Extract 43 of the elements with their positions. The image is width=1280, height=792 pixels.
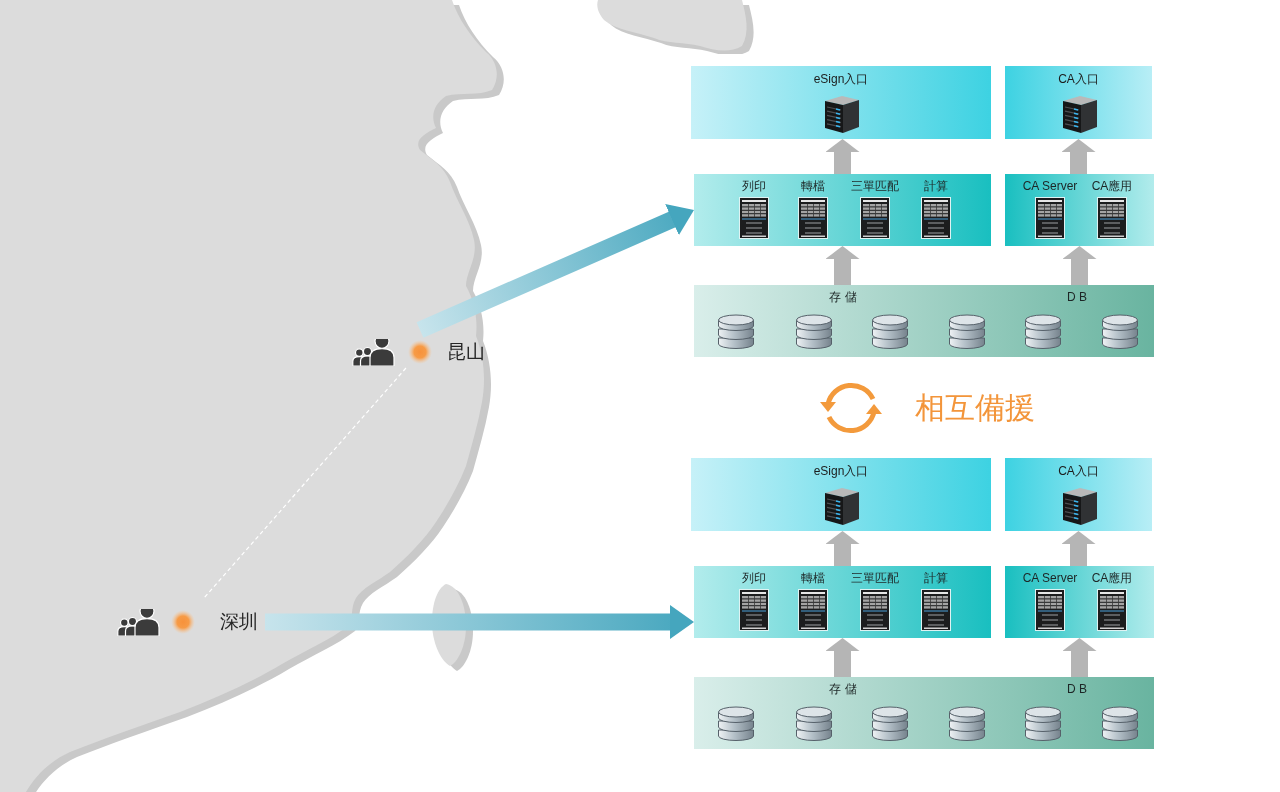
tier-panel <box>691 66 991 139</box>
flow-arrow <box>825 139 860 174</box>
server-label: 三單匹配 <box>851 179 899 194</box>
server-label: 計算 <box>924 571 948 586</box>
tier-panel <box>694 174 991 246</box>
flow-arrow <box>825 531 860 566</box>
backup-label: 相互備援 <box>915 390 1035 426</box>
server-label: CA應用 <box>1091 571 1133 586</box>
panel-title: CA入口 <box>1058 72 1099 87</box>
panel-title: CA入口 <box>1058 464 1099 479</box>
server-label: 三單匹配 <box>851 571 899 586</box>
server-label: 計算 <box>924 179 948 194</box>
tier-panel <box>694 566 991 638</box>
flow-arrow <box>825 638 860 677</box>
dashed-line <box>203 367 407 599</box>
server-label: 列印 <box>742 179 766 194</box>
flow-arrow <box>825 246 860 285</box>
flow-arrow <box>1061 531 1096 566</box>
server-label: CA應用 <box>1091 179 1133 194</box>
tier-panel <box>1005 66 1152 139</box>
flow-arrow <box>1061 139 1096 174</box>
tier-panel <box>1005 566 1154 638</box>
tier-panel <box>691 458 991 531</box>
server-label: CA Server <box>1022 571 1078 586</box>
server-label: 轉檔 <box>801 571 825 586</box>
storage-label: D B <box>1067 682 1087 697</box>
server-label: 列印 <box>742 571 766 586</box>
flow-arrow <box>1062 246 1097 285</box>
storage-label: 存 儲 <box>829 290 857 305</box>
tier-panel <box>1005 174 1154 246</box>
city-label: 深圳 <box>220 610 258 634</box>
tier-panel <box>1005 458 1152 531</box>
server-label: CA Server <box>1022 179 1078 194</box>
panel-title: eSign入口 <box>813 72 869 87</box>
flow-arrow <box>265 605 694 639</box>
city-label: 昆山 <box>447 340 485 364</box>
flow-arrow <box>1062 638 1097 677</box>
storage-label: 存 儲 <box>829 682 857 697</box>
server-label: 轉檔 <box>801 179 825 194</box>
tier-panel <box>694 285 1154 357</box>
storage-label: D B <box>1067 290 1087 305</box>
panel-title: eSign入口 <box>813 464 869 479</box>
tier-panel <box>694 677 1154 749</box>
